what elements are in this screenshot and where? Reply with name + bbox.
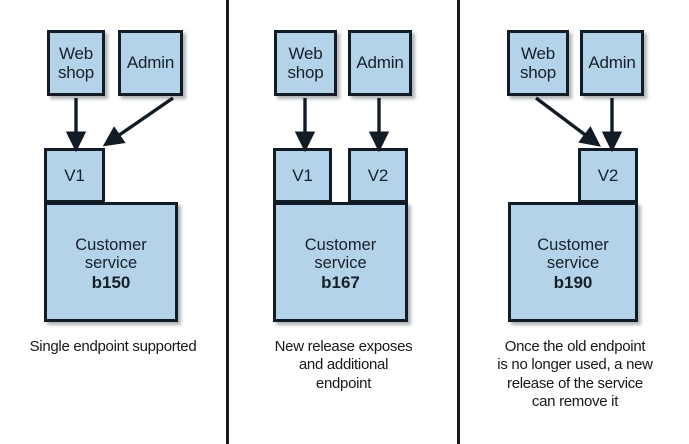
- caption-middle: New release exposes and additional endpo…: [241, 338, 446, 393]
- box-admin-label: Admin: [356, 53, 404, 73]
- panel-middle: Web shop Admin V1 V2 Customer service b1…: [229, 0, 458, 444]
- box-customer-service: Customer service b190: [508, 202, 638, 322]
- service-build-label: b167: [321, 273, 360, 293]
- service-build-label: b190: [553, 273, 593, 293]
- service-line-2: service: [314, 253, 367, 272]
- box-customer-service: Customer service b167: [273, 202, 408, 322]
- service-line-1: Customer: [537, 235, 609, 254]
- panel-divider-2: [457, 0, 460, 444]
- box-web-shop-label: Web shop: [287, 43, 324, 82]
- caption-left: Single endpoint supported: [29, 338, 197, 355]
- box-admin: Admin: [580, 30, 644, 96]
- box-v1: V1: [44, 148, 105, 203]
- service-build-label: b150: [91, 273, 131, 293]
- panel-divider-1: [226, 0, 229, 444]
- box-v2-label: V2: [367, 165, 389, 185]
- box-web-shop-label: Web shop: [57, 43, 95, 82]
- panel-left: Web shop Admin V1 Customer service b150 …: [0, 0, 226, 444]
- caption-right: Once the old endpoint is no longer used,…: [469, 338, 681, 411]
- caption-line: endpoint: [315, 374, 372, 392]
- box-v2-label: V2: [597, 165, 619, 185]
- caption-line: can remove it: [531, 392, 619, 410]
- caption-line: is no longer used, a new: [497, 356, 653, 374]
- box-admin-label: Admin: [588, 53, 636, 73]
- service-line-1: Customer: [75, 235, 147, 254]
- box-web-shop: Web shop: [507, 30, 569, 96]
- box-v2: V2: [348, 148, 408, 203]
- box-customer-service: Customer service b150: [44, 202, 178, 322]
- box-web-shop-label: Web shop: [519, 43, 557, 82]
- box-admin: Admin: [118, 30, 183, 96]
- box-admin: Admin: [348, 30, 412, 96]
- caption-line: Once the old endpoint: [504, 338, 646, 355]
- box-v1: V1: [273, 148, 332, 203]
- service-line-2: service: [546, 253, 600, 272]
- box-v2: V2: [578, 148, 638, 203]
- box-v1-label: V1: [64, 165, 85, 185]
- service-line-1: Customer: [304, 235, 377, 254]
- box-admin-label: Admin: [126, 53, 175, 73]
- caption-line: and additional: [298, 356, 389, 374]
- service-line-2: service: [84, 253, 138, 272]
- box-web-shop: Web shop: [274, 30, 337, 96]
- caption-line: New release exposes: [274, 338, 413, 355]
- caption-line: release of the service: [507, 374, 643, 392]
- box-v1-label: V1: [292, 165, 313, 185]
- panel-right: Web shop Admin V2 Customer service b190 …: [461, 0, 689, 444]
- box-web-shop: Web shop: [47, 30, 105, 96]
